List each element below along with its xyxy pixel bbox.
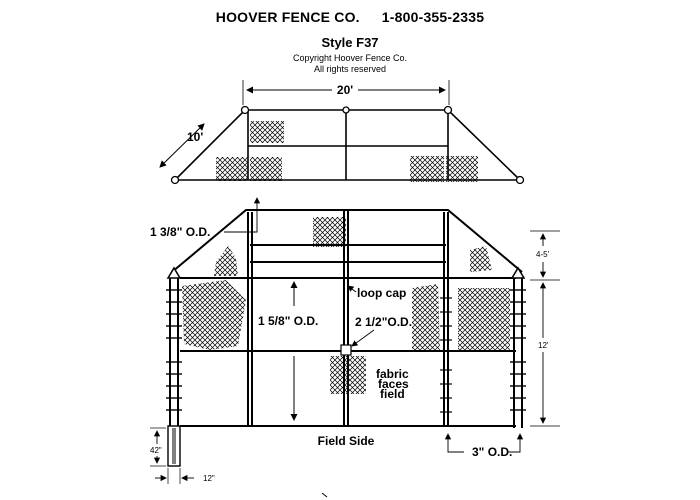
copyright-line: Copyright Hoover Fence Co. — [292, 53, 408, 63]
fabric-patch — [313, 217, 346, 247]
company-header: HOOVER FENCE CO. 1-800-355-2335 — [0, 9, 700, 25]
post-cap — [166, 266, 182, 279]
top-rail-leader — [224, 197, 261, 233]
front-view: 1 3/8" O.D. loop cap 1 5/8" O.D. 2 1/2"O… — [150, 197, 560, 484]
side-dim-arrow — [159, 123, 205, 168]
fabric-patch — [216, 157, 248, 181]
corner-post-leader — [508, 433, 524, 453]
line-post-od-label: 1 5/8" O.D. — [258, 314, 318, 328]
fabric-note-line: field — [380, 387, 405, 401]
corner-post-leader — [444, 433, 464, 453]
top-view: 20' 10' — [159, 80, 525, 185]
post-node — [170, 175, 180, 185]
fabric-patch — [214, 246, 238, 276]
footing-width-label: 12" — [203, 474, 215, 483]
field-side-label: Field Side — [318, 434, 375, 448]
side-label: 10' — [187, 130, 203, 144]
fabric-patch — [458, 288, 510, 350]
fabric-patch — [410, 156, 444, 182]
post-cap — [510, 266, 526, 279]
width-label: 20' — [337, 83, 353, 97]
fabric-patch — [182, 280, 246, 350]
post-node — [515, 175, 525, 185]
post-node — [342, 106, 350, 114]
rail-clamp — [340, 344, 352, 356]
top-rail-od-label: 1 3/8" O.D. — [150, 225, 210, 239]
rights-line: All rights reserved — [313, 64, 387, 74]
fabric-patch — [470, 246, 492, 272]
center-post-od-label: 2 1/2"O.D. — [355, 315, 412, 329]
post-node — [240, 105, 250, 115]
stray-mark — [321, 492, 328, 498]
concrete-footing — [167, 425, 181, 467]
fabric-patch — [446, 156, 478, 182]
fabric-patch — [250, 121, 284, 143]
fabric-note-line: faces — [378, 377, 409, 391]
corner-post-od-label: 3" O.D. — [472, 445, 512, 459]
height-label: 12' — [538, 341, 549, 350]
company-phone: 1-800-355-2335 — [381, 9, 485, 25]
post-node — [443, 105, 453, 115]
loop-cap-label: loop cap — [357, 286, 406, 300]
overhang-height-label: 4-5' — [536, 250, 550, 259]
center-post-leader — [351, 329, 375, 347]
style-title: Style F37 — [321, 35, 379, 50]
company-name: HOOVER FENCE CO. — [215, 9, 360, 25]
fabric-patch — [250, 157, 282, 181]
fabric-patch — [412, 284, 440, 350]
footing-depth-label: 42" — [150, 446, 162, 455]
loop-cap-leader — [347, 285, 357, 293]
fabric-note-line: fabric — [376, 367, 409, 381]
